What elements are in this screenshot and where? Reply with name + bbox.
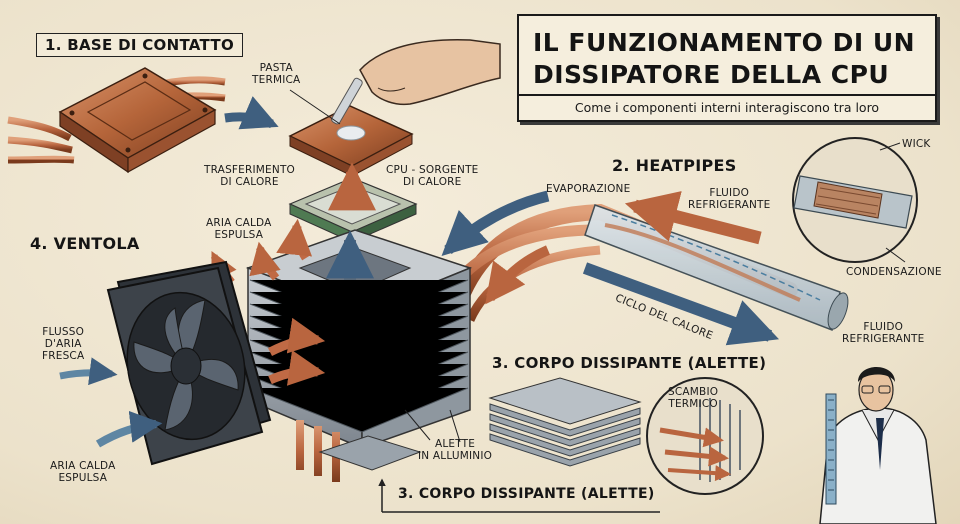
engineer-figure	[819, 367, 937, 524]
title-box: IL FUNZIONAMENTO DI UN DISSIPATORE DELLA…	[517, 14, 937, 122]
label-wick: WICK	[902, 138, 931, 150]
heatpipe-return-arrow	[485, 245, 551, 305]
section-base-heading: 1. BASE DI CONTATTO	[36, 33, 244, 57]
evaporation-arrow	[441, 190, 550, 256]
hot-air-arrow-2	[249, 241, 281, 281]
leader-lines	[289, 89, 461, 443]
fan-illustration	[106, 260, 272, 466]
fresh-air-arrow	[59, 357, 118, 386]
label-condensation: CONDENSAZIONE	[846, 266, 942, 278]
heat-cycle-arrow	[582, 262, 780, 346]
contact-base-illustration	[7, 67, 226, 174]
title-line-1: IL FUNZIONAMENTO DI UN	[533, 28, 916, 57]
label-evaporation: EVAPORAZIONE	[546, 183, 631, 195]
heat-exchange-inset	[646, 377, 764, 495]
wick-detail-inset	[792, 137, 918, 263]
hot-air-arrow-1	[276, 218, 313, 261]
section-heatpipes-heading: 2. HEATPIPES	[612, 156, 737, 175]
base-to-paste-arrow	[224, 96, 279, 130]
section-fan-heading: 4. VENTOLA	[30, 234, 140, 253]
section-body-heading: 3. CORPO DISSIPANTE (ALETTE)	[492, 354, 767, 372]
fan-to-tower-arrow-1	[267, 317, 326, 357]
subtitle: Come i componenti interni interagiscono …	[519, 94, 935, 120]
condensation-pointer	[885, 247, 906, 263]
section-body-heading-bottom: 3. CORPO DISSIPANTE (ALETTE)	[398, 486, 655, 502]
title-line-2: DISSIPATORE DELLA CPU	[533, 60, 890, 89]
fluid-flow-arrow-top	[624, 191, 762, 245]
fin-stack-illustration	[488, 377, 642, 467]
exhaust-air-arrow	[95, 410, 163, 448]
fan-to-tower-arrow-2	[268, 350, 326, 386]
hand-illustration	[331, 39, 501, 125]
